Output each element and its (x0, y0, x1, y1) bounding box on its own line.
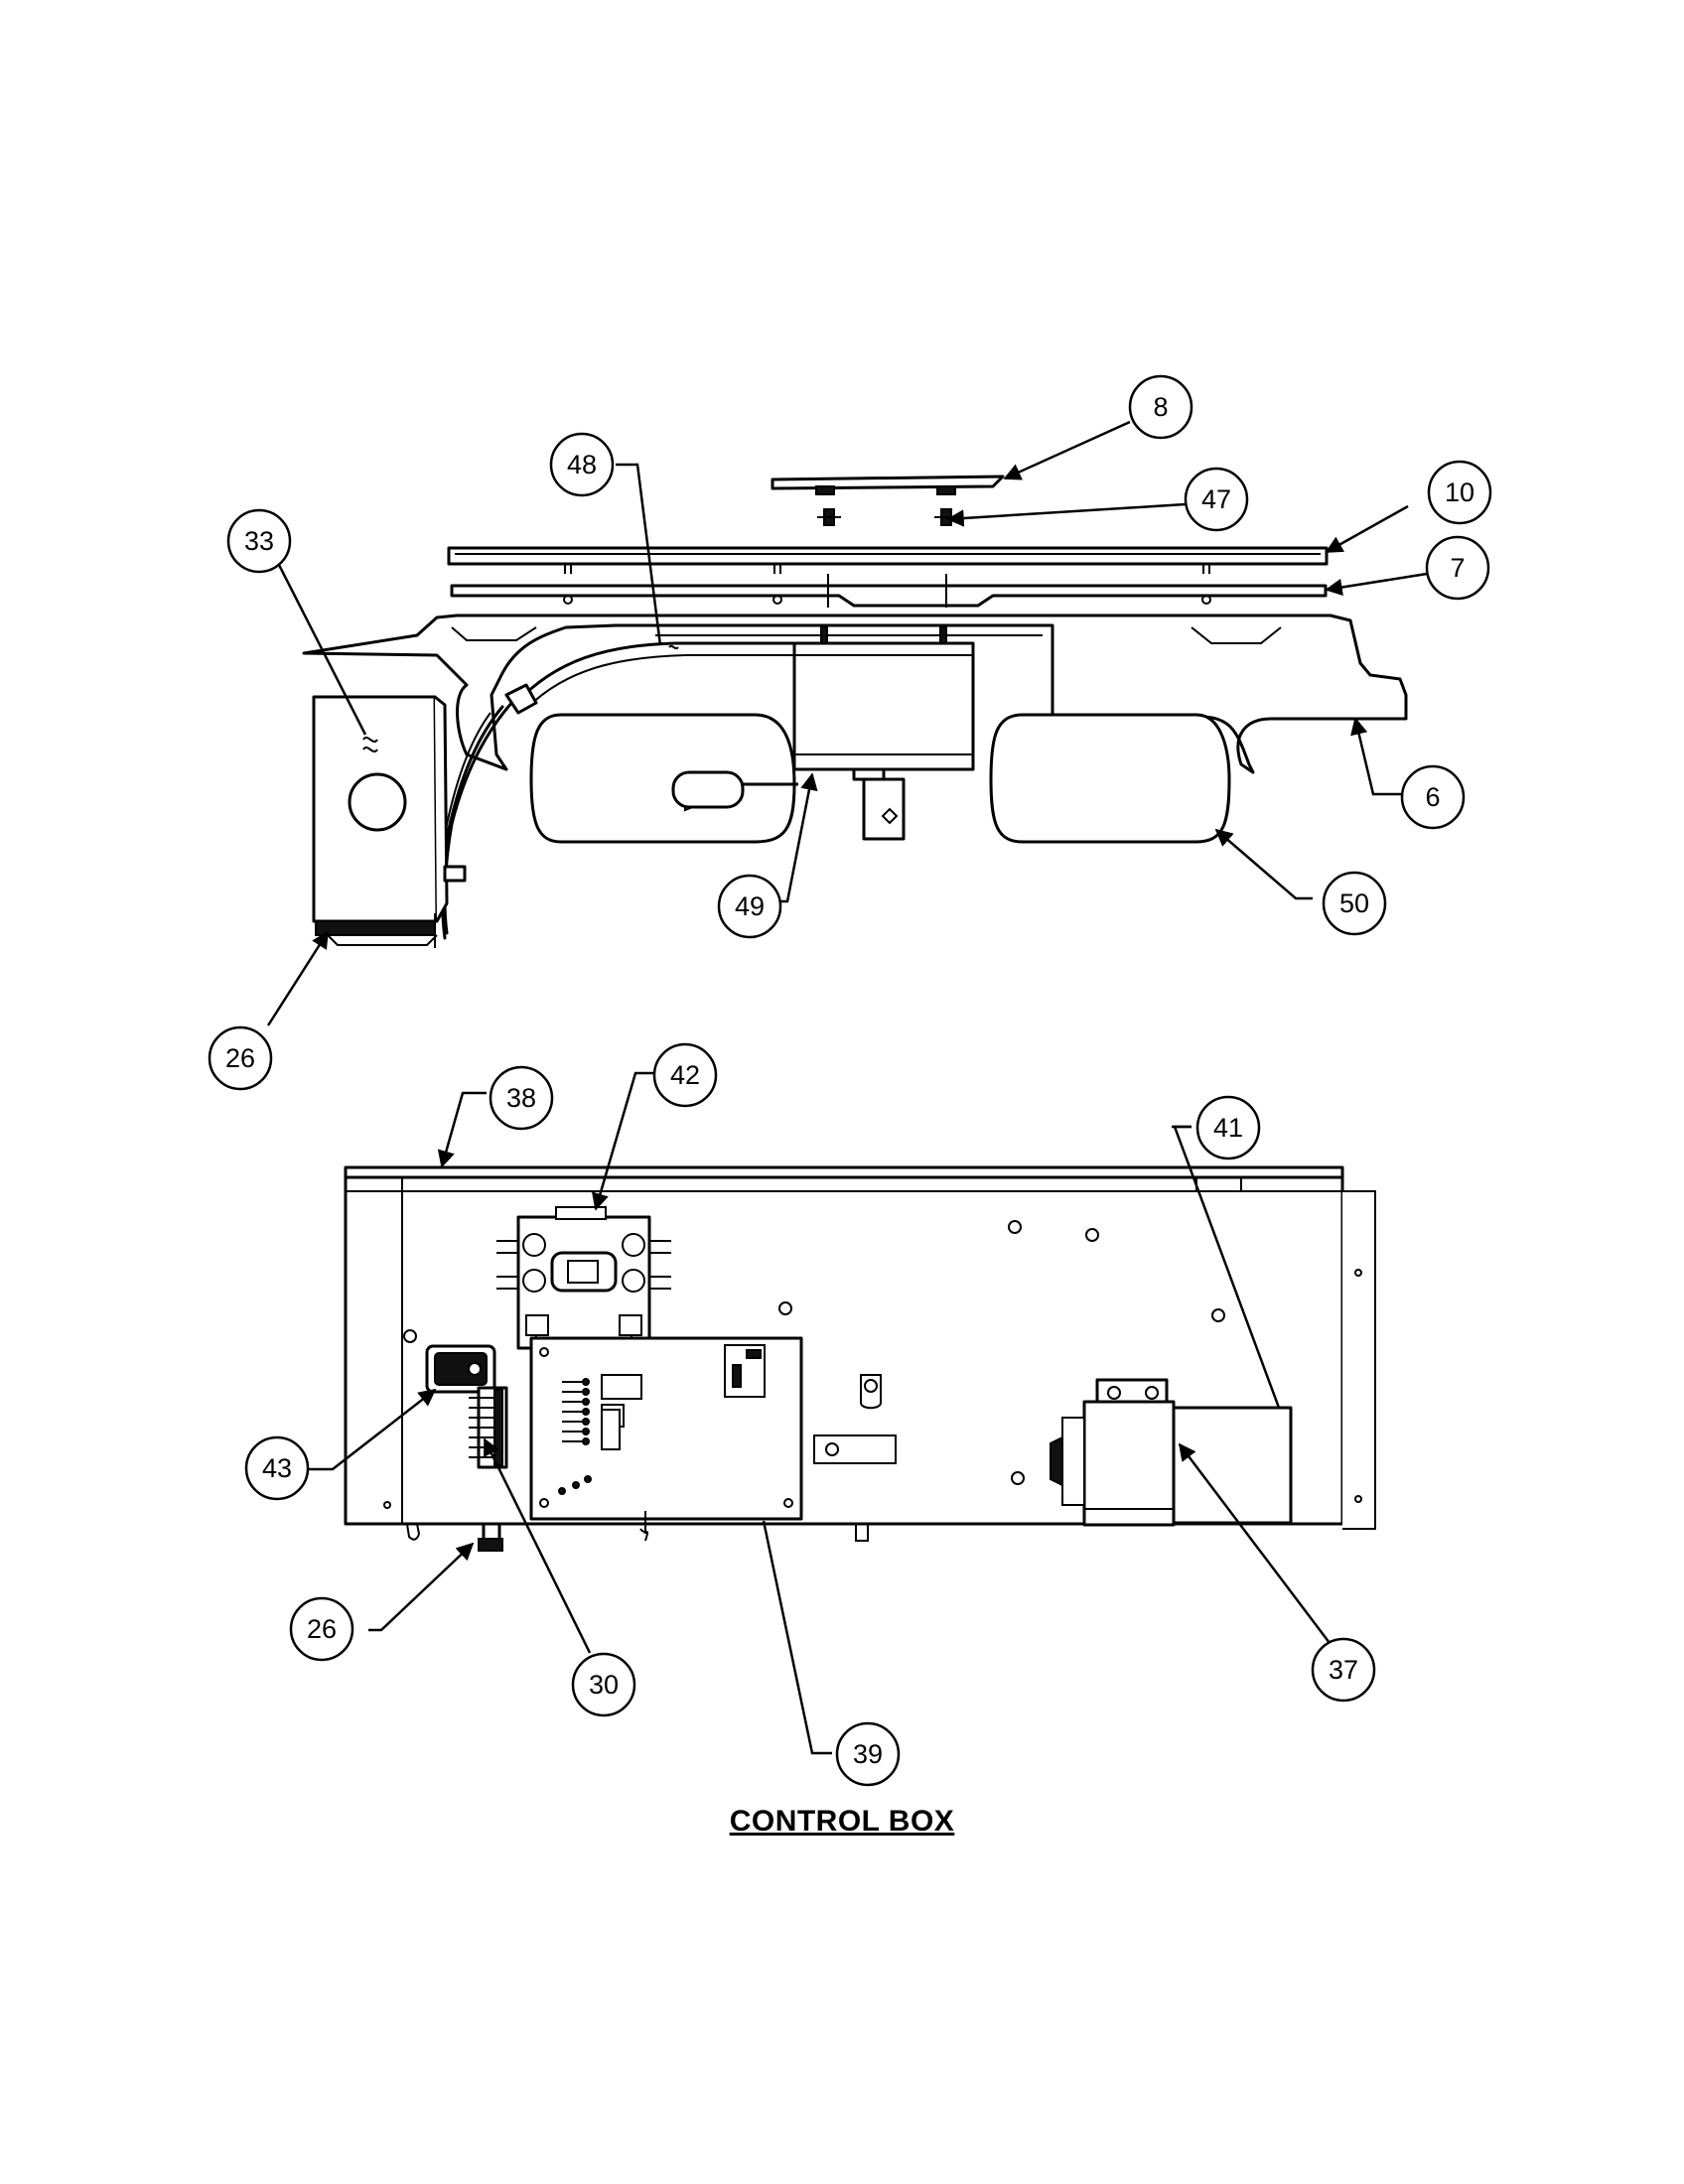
callout-49: 49 (717, 874, 782, 939)
board-terminals (562, 1378, 590, 1445)
callout-43: 43 (244, 1435, 310, 1501)
part-42-contactor (496, 1206, 671, 1350)
svg-text:38: 38 (506, 1083, 536, 1113)
svg-text:30: 30 (589, 1670, 619, 1700)
part-39-control-board (529, 1336, 803, 1542)
svg-text:47: 47 (1201, 484, 1231, 514)
svg-text:37: 37 (1329, 1655, 1358, 1685)
svg-text:33: 33 (244, 526, 274, 556)
svg-text:26: 26 (225, 1043, 255, 1073)
svg-text:26: 26 (307, 1614, 337, 1644)
part-37-transformer (1050, 1400, 1176, 1527)
part-49-strap (792, 626, 975, 841)
callout-33: 33 (226, 508, 292, 574)
part-43-switch (425, 1344, 496, 1394)
svg-text:8: 8 (1153, 392, 1168, 422)
svg-text:49: 49 (735, 891, 765, 921)
callout-6: 6 (1400, 764, 1466, 830)
callout-26-lower: 26 (289, 1596, 354, 1662)
callouts: 8 47 48 10 7 33 6 49 (208, 374, 1492, 1787)
panel-screws (403, 1220, 1225, 1485)
svg-text:6: 6 (1425, 782, 1440, 812)
part-10-top-cover (447, 546, 1329, 574)
upper-assembly (302, 475, 1408, 948)
svg-text:43: 43 (262, 1453, 292, 1483)
callout-41: 41 (1195, 1095, 1261, 1160)
lower-assembly (344, 1165, 1376, 1552)
callout-7: 7 (1425, 535, 1490, 601)
svg-text:42: 42 (670, 1060, 700, 1090)
part-50-capacitor-right (989, 713, 1231, 844)
part-47-screws (817, 508, 958, 526)
callout-39: 39 (835, 1721, 901, 1787)
leader-lines (266, 420, 1428, 1755)
svg-text:41: 41 (1213, 1113, 1243, 1143)
callout-42: 42 (652, 1042, 718, 1108)
part-50-capacitor-left (529, 713, 798, 844)
callout-10: 10 (1427, 460, 1492, 525)
part-7-gasket (450, 574, 1328, 608)
part-8-cover-plate (771, 475, 1005, 495)
diagram-title: CONTROL BOX (729, 1805, 955, 1838)
svg-text:10: 10 (1445, 478, 1474, 507)
callout-48: 48 (549, 432, 615, 497)
part-26-clip-lower (406, 1522, 869, 1552)
svg-text:48: 48 (567, 450, 597, 479)
part-33-junction-box (312, 695, 467, 948)
callout-38: 38 (489, 1065, 554, 1131)
callout-26-upper: 26 (208, 1025, 273, 1091)
callout-30: 30 (571, 1652, 636, 1717)
callout-8: 8 (1128, 374, 1193, 440)
callout-47: 47 (1184, 467, 1249, 532)
svg-text:50: 50 (1339, 888, 1369, 918)
callout-50: 50 (1322, 871, 1387, 936)
callout-37: 37 (1311, 1637, 1376, 1703)
svg-text:39: 39 (853, 1739, 883, 1769)
svg-text:7: 7 (1450, 553, 1465, 583)
